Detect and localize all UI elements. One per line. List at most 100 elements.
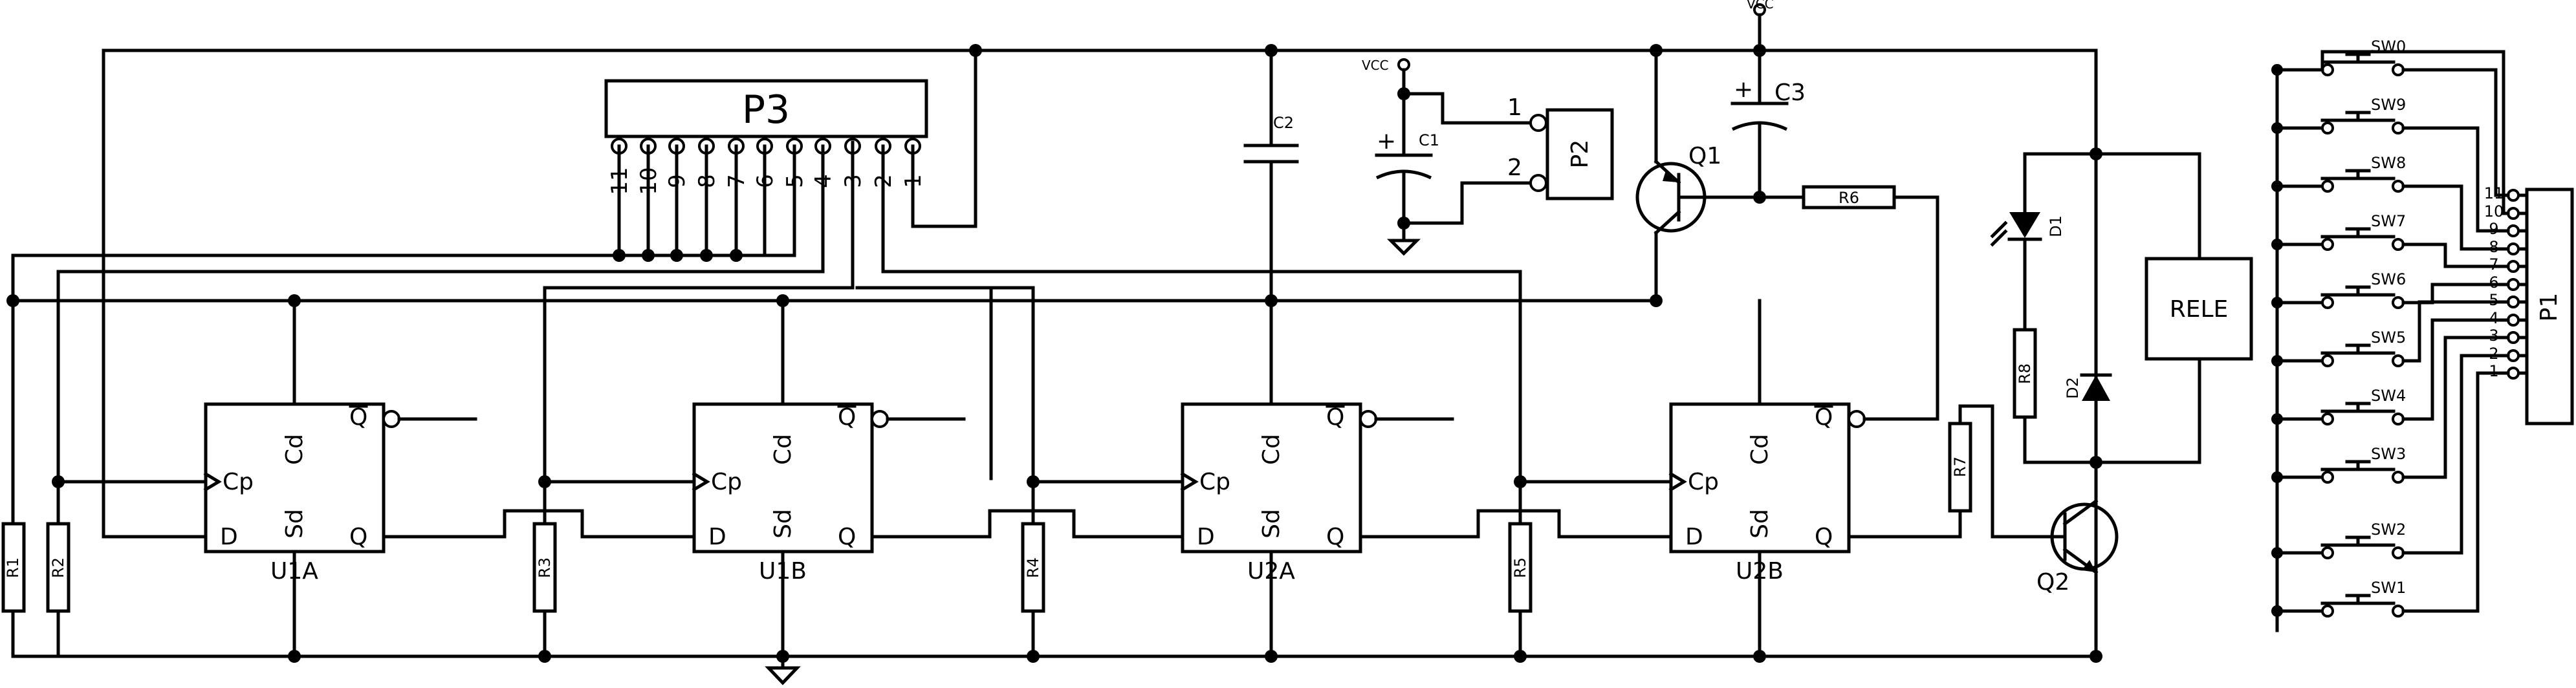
svg-text:Cp: Cp xyxy=(1199,469,1230,495)
connector-p2: P2 1 2 xyxy=(1397,87,1614,230)
switch-sw7: SW7 xyxy=(2271,212,2406,251)
resistor-r6: R6 xyxy=(1758,185,1939,210)
svg-text:Cp: Cp xyxy=(223,469,254,495)
p1-pin-label: 7 xyxy=(2489,255,2498,274)
capacitor-c3: VCC + C3 xyxy=(1730,0,1806,204)
svg-text:RELE: RELE xyxy=(2170,296,2229,323)
resistor-r7: R7 xyxy=(1948,404,2053,539)
led-d1: D1 xyxy=(1990,152,2098,332)
resistor-r2: R2 xyxy=(46,522,71,658)
svg-text:Q: Q xyxy=(838,524,856,550)
svg-text:D: D xyxy=(708,524,726,550)
svg-text:Q2: Q2 xyxy=(2036,569,2069,596)
resistor-r8: R8 xyxy=(2013,328,2098,464)
switch-label: SW9 xyxy=(2371,96,2406,114)
svg-text:R1: R1 xyxy=(4,557,22,578)
switch-sw9: SW9 xyxy=(2271,96,2406,134)
p1-pin-label: 4 xyxy=(2489,309,2498,327)
p1-pin-label: 6 xyxy=(2489,274,2498,292)
switch-sw8: SW8 xyxy=(2271,154,2406,193)
svg-text:D1: D1 xyxy=(2047,215,2065,237)
switch-label: SW7 xyxy=(2371,212,2406,230)
svg-text:Sd: Sd xyxy=(281,509,308,539)
svg-text:Cd: Cd xyxy=(770,434,796,465)
svg-text:C3: C3 xyxy=(1774,80,1806,106)
switch-sw1: SW1 xyxy=(2271,579,2406,618)
svg-text:R3: R3 xyxy=(536,557,554,578)
switch-sw2: SW2 xyxy=(2271,521,2406,559)
p3-junctions xyxy=(613,44,982,262)
switch-sw0: SW0 xyxy=(2271,38,2406,76)
p1-pin-label: 9 xyxy=(2489,220,2498,238)
svg-text:Q: Q xyxy=(838,404,856,431)
p1-pin-label: 1 xyxy=(2489,362,2498,380)
flip-flop-u2a: Cp D Q Q Cd Sd U2A xyxy=(1180,299,1454,658)
svg-text:Sd: Sd xyxy=(770,509,796,539)
svg-text:D: D xyxy=(1197,524,1215,550)
p1-pin-label: 3 xyxy=(2489,327,2498,345)
svg-text:P2: P2 xyxy=(1567,140,1593,169)
switch-label: SW2 xyxy=(2371,521,2406,539)
svg-text:Cd: Cd xyxy=(1747,434,1773,465)
resistor-r3: R3 xyxy=(532,522,557,658)
p1-pin-label: 5 xyxy=(2489,291,2498,309)
svg-text:Cd: Cd xyxy=(1258,434,1285,465)
svg-text:D: D xyxy=(1685,524,1703,550)
p3-wiring xyxy=(11,48,1522,526)
svg-text:R2: R2 xyxy=(49,557,67,578)
ground-symbol-u1b xyxy=(765,666,801,685)
svg-text:1: 1 xyxy=(1507,94,1522,121)
svg-text:Q: Q xyxy=(1815,404,1833,431)
svg-text:VCC: VCC xyxy=(1362,58,1389,73)
p1-pin-label: 8 xyxy=(2489,238,2498,256)
switch-label: SW3 xyxy=(2371,445,2406,463)
svg-text:Q: Q xyxy=(1326,524,1344,550)
ground-symbol-c1 xyxy=(1386,239,1421,256)
p3-label: P3 xyxy=(742,87,790,133)
svg-text:Q: Q xyxy=(1326,404,1344,431)
switch-label: SW1 xyxy=(2371,579,2406,597)
svg-text:+: + xyxy=(1377,128,1396,155)
switch-label: SW5 xyxy=(2371,328,2406,347)
switch-sw5: SW5 xyxy=(2271,328,2406,367)
svg-text:C1: C1 xyxy=(1419,131,1439,149)
svg-text:Q: Q xyxy=(349,524,367,550)
svg-text:R7: R7 xyxy=(1951,457,1969,477)
svg-text:Sd: Sd xyxy=(1747,509,1773,539)
svg-text:Cp: Cp xyxy=(711,469,742,495)
switch-wiring xyxy=(2320,50,2510,613)
relay-rele: RELE xyxy=(2094,152,2253,464)
svg-text:2: 2 xyxy=(1507,155,1522,181)
svg-text:Q: Q xyxy=(1815,524,1833,550)
transistor-q2: Q2 xyxy=(2036,499,2119,596)
resistor-r5: R5 xyxy=(1508,522,1533,658)
switch-sw6: SW6 xyxy=(2271,270,2406,309)
p1-pin-label: 10 xyxy=(2484,202,2504,220)
svg-text:Sd: Sd xyxy=(1258,509,1285,539)
svg-text:R5: R5 xyxy=(1511,557,1529,578)
flip-flop-u1b: Cp D Q Q Cd Sd U1B xyxy=(692,299,966,685)
svg-text:R4: R4 xyxy=(1024,557,1042,578)
svg-text:Q1: Q1 xyxy=(1688,143,1721,169)
switch-label: SW6 xyxy=(2371,270,2406,288)
svg-text:R8: R8 xyxy=(2016,363,2034,384)
switch-sw4: SW4 xyxy=(2271,387,2406,425)
svg-text:P1: P1 xyxy=(2536,293,2562,322)
svg-text:+: + xyxy=(1734,76,1753,103)
flip-flop-u1a: Cp D Q Q Cd Sd U1A xyxy=(203,299,477,658)
p1-pin-label: 11 xyxy=(2484,184,2504,202)
svg-text:Cd: Cd xyxy=(281,434,308,465)
transistor-q1: Q1 xyxy=(1635,44,1762,303)
capacitor-c1: VCC + C1 xyxy=(1362,58,1439,256)
switch-label: SW8 xyxy=(2371,154,2406,172)
svg-text:R6: R6 xyxy=(1839,189,1859,207)
diode-d2: D2 xyxy=(2064,147,2112,469)
resistor-r4: R4 xyxy=(1021,522,1045,658)
switch-sw3: SW3 xyxy=(2271,445,2406,484)
